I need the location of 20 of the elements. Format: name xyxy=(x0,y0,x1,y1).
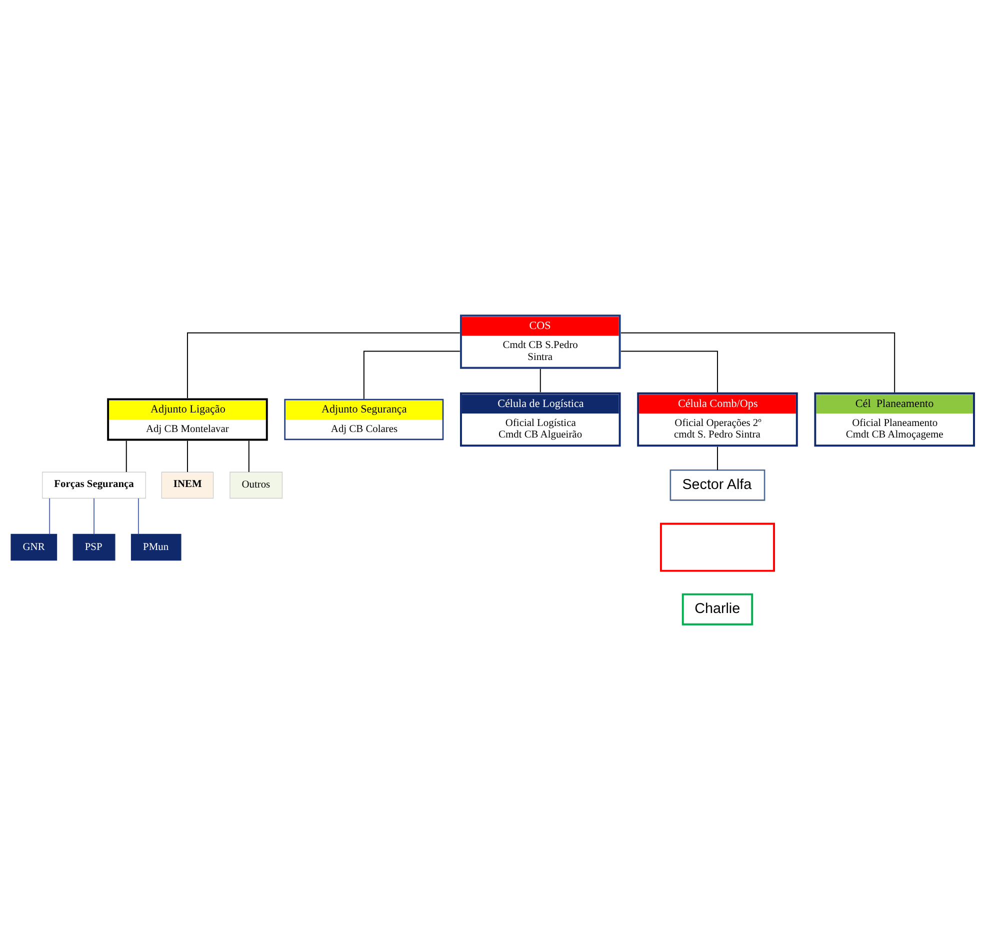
connector xyxy=(248,440,250,472)
node-box: GNR xyxy=(10,534,58,561)
connector xyxy=(717,446,718,471)
connector xyxy=(126,440,127,472)
node-box: Charlie xyxy=(682,593,754,626)
connector xyxy=(186,332,460,399)
connector xyxy=(363,350,460,400)
node-box: PSP xyxy=(72,534,116,561)
node-box: Outros xyxy=(230,472,283,499)
node-box: Forças Segurança xyxy=(42,472,146,499)
connector xyxy=(620,350,718,393)
connector xyxy=(186,440,188,472)
node-box xyxy=(660,522,775,572)
node-box: INEM xyxy=(161,472,214,499)
connector xyxy=(138,498,139,535)
node-box: Sector Alfa xyxy=(670,470,766,501)
node-box: PMun xyxy=(130,534,182,561)
connector xyxy=(540,368,541,393)
connector xyxy=(49,498,50,535)
connector xyxy=(620,332,896,393)
